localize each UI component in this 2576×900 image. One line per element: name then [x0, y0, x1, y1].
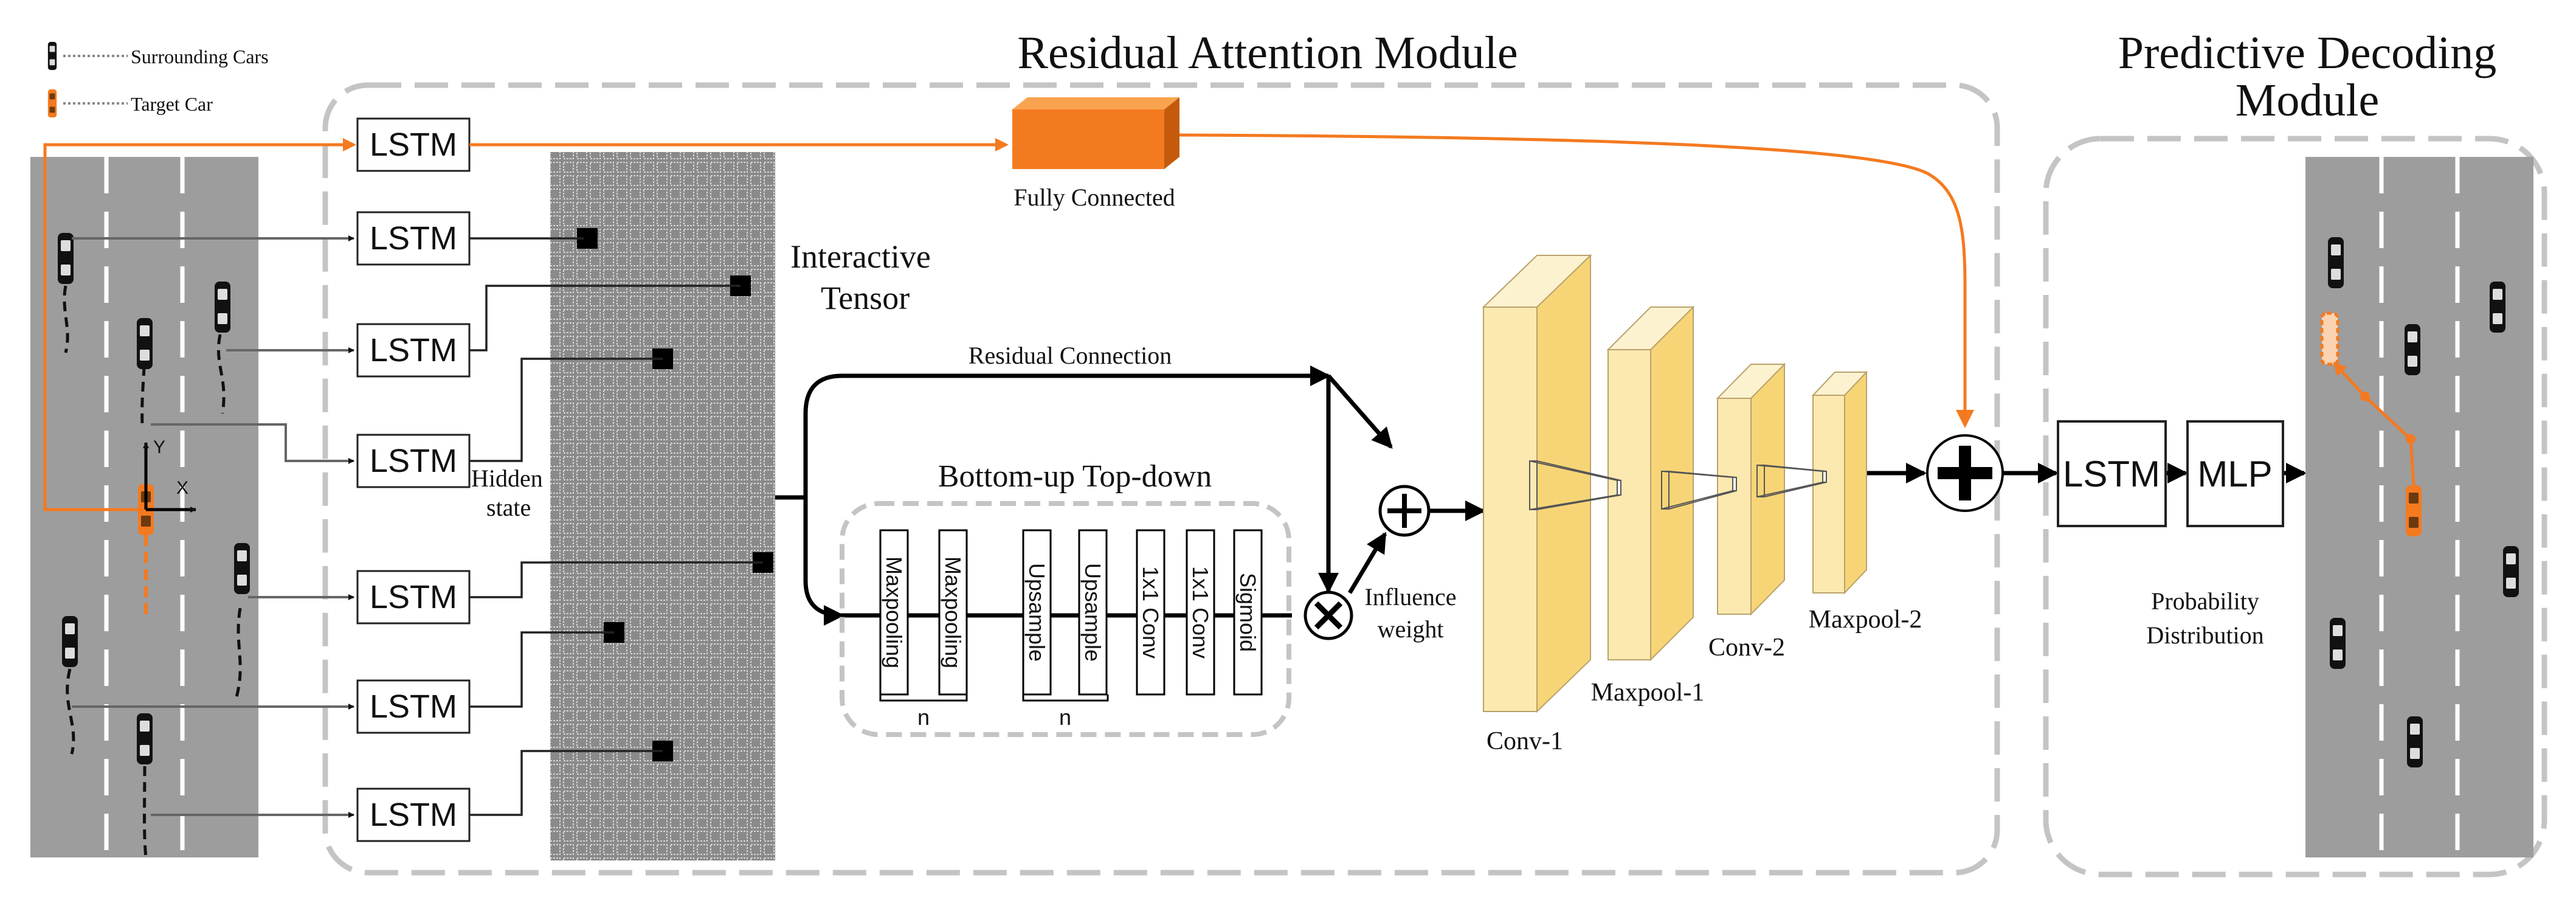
- cnn-projection: [1529, 460, 1621, 510]
- hidden-state-label-line1: Hidden: [471, 465, 543, 492]
- interactive-tensor-label-line1: Interactive: [790, 238, 931, 275]
- fusion-add-operator-icon: [1926, 434, 2004, 512]
- probability-distribution-label-line2: Distribution: [2146, 621, 2263, 649]
- surrounding-car-icon: [2407, 716, 2423, 767]
- surrounding-car-icon: [2330, 618, 2346, 669]
- encoder-lstm-label: LSTM: [370, 332, 457, 369]
- mlp-label: MLP: [2197, 454, 2272, 494]
- encoder-lstm-label: LSTM: [370, 797, 457, 833]
- encoder-lstm-block: LSTM: [356, 323, 471, 378]
- maxpool1-label: Maxpool-1: [1591, 679, 1705, 707]
- predictive-decoding-module-boundary: [2043, 136, 2547, 878]
- attention-block-label: Upsample: [1080, 563, 1105, 662]
- input-connectors: [72, 235, 354, 818]
- bottom-up-top-down-label: Bottom-up Top-down: [938, 459, 1212, 494]
- repeat-n-label: n: [1059, 705, 1071, 730]
- maxpool2-label: Maxpool-2: [1809, 606, 1922, 634]
- encoder-lstm-stack: LSTM LSTM LSTM LSTM LSTM LSTM LSTM: [356, 117, 471, 842]
- attention-block: Maxpooling: [938, 529, 968, 696]
- encoder-lstm-label: LSTM: [370, 688, 457, 725]
- attention-block: Upsample: [1078, 529, 1108, 696]
- predictive-decoding-title-line1: Predictive Decoding: [2118, 27, 2497, 78]
- target-to-lstm-path: [43, 138, 356, 511]
- predicted-car-icon: [2320, 311, 2339, 366]
- probability-distribution-label-line1: Probability: [2151, 587, 2259, 615]
- bottom-up-top-down-boundary: [840, 501, 1291, 737]
- legend-target-car-icon: [47, 89, 57, 118]
- cnn-feature-maps: [1482, 254, 1868, 713]
- hidden-state-label-line2: state: [486, 494, 531, 521]
- interactive-tensor-label-line2: Tensor: [821, 280, 910, 316]
- encoder-lstm-block: LSTM: [356, 788, 471, 842]
- residual-attention-module-boundary: [322, 82, 2000, 876]
- cnn-projection: [1756, 465, 1827, 497]
- input-road-scene: Y X: [30, 157, 258, 858]
- surrounding-car-icon: [2490, 282, 2505, 333]
- surrounding-car-icon: [58, 233, 74, 284]
- attention-block-label: 1x1 Conv: [1138, 566, 1163, 659]
- encoder-lstm-label: LSTM: [370, 443, 457, 479]
- attention-block: Maxpooling: [879, 529, 909, 696]
- encoder-lstm-label: LSTM: [370, 220, 457, 257]
- attention-block: 1x1 Conv: [1136, 529, 1165, 696]
- influence-weight-label-line1: Influence: [1364, 583, 1456, 611]
- attention-block-label: Maxpooling: [882, 556, 906, 668]
- repeat-brackets: [879, 694, 1109, 702]
- attention-block-label: Maxpooling: [941, 556, 965, 668]
- encoder-lstm-label: LSTM: [370, 126, 457, 163]
- axis-y-label: Y: [153, 437, 165, 457]
- residual-connection-label: Residual Connection: [969, 342, 1172, 369]
- encoder-lstm-block: LSTM: [356, 570, 471, 625]
- surrounding-car-icon: [137, 318, 153, 369]
- fully-connected-block: [1012, 97, 1179, 169]
- encoder-lstm-block: LSTM: [356, 211, 471, 266]
- attention-block: Upsample: [1022, 529, 1052, 696]
- encoder-lstm-block: LSTM: [356, 679, 471, 734]
- hidden-state-connectors: [469, 237, 763, 816]
- surrounding-car-icon: [62, 616, 78, 667]
- legend-target-label: Target Car: [131, 93, 213, 115]
- fully-connected-label: Fully Connected: [1013, 184, 1175, 211]
- surrounding-car-icon: [2405, 324, 2420, 375]
- axis-x-label: X: [176, 478, 188, 498]
- influence-weight-label-line2: weight: [1378, 615, 1444, 643]
- residual-attention-title: Residual Attention Module: [1017, 27, 1518, 78]
- surrounding-car-icon: [137, 713, 153, 764]
- multiply-operator-icon: [1304, 590, 1353, 640]
- cnn-feature-map-block: [1606, 305, 1695, 662]
- surrounding-car-icon: [234, 543, 250, 594]
- attention-blocks: Maxpooling Maxpooling Upsample Upsample 1x1 …: [879, 529, 1263, 696]
- conv1-label: Conv-1: [1487, 727, 1563, 755]
- encoder-lstm-block: LSTM: [356, 117, 471, 172]
- encoder-lstm-label: LSTM: [370, 579, 457, 615]
- decoder-lstm-label: LSTM: [2063, 454, 2160, 494]
- encoder-lstm-block: LSTM: [356, 434, 471, 488]
- conv2-label: Conv-2: [1708, 634, 1785, 662]
- target-car-icon: [2406, 485, 2422, 536]
- mlp-block: [2186, 420, 2284, 527]
- surrounding-car-icon: [215, 282, 230, 333]
- cnn-feature-map-block: [1811, 370, 1868, 595]
- attention-block: 1x1 Conv: [1186, 529, 1215, 696]
- surrounding-car-icon: [2328, 237, 2344, 288]
- attention-block-label: Upsample: [1024, 563, 1049, 662]
- cnn-projection: [1661, 471, 1737, 510]
- attention-block: Sigmoid: [1233, 529, 1263, 696]
- legend: Surrounding Cars Target Car: [47, 41, 269, 118]
- output-road-scene: [2305, 157, 2533, 857]
- attention-block-label: Sigmoid: [1235, 573, 1260, 652]
- legend-surrounding-car-icon: [47, 41, 57, 71]
- attention-flow-lines: [775, 365, 2307, 626]
- fc-to-sum-path: [1179, 133, 1974, 428]
- predictive-decoding-title-line2: Module: [2236, 75, 2379, 126]
- cnn-feature-map-block: [1716, 362, 1786, 616]
- surrounding-car-icon: [2503, 546, 2519, 597]
- legend-surrounding-label: Surrounding Cars: [131, 46, 269, 68]
- repeat-n-label: n: [917, 705, 930, 730]
- residual-add-operator-icon: [1378, 485, 1431, 537]
- decoder-lstm-block: [2057, 420, 2167, 527]
- cnn-feature-map-block: [1482, 254, 1592, 713]
- attention-block-label: 1x1 Conv: [1188, 566, 1213, 659]
